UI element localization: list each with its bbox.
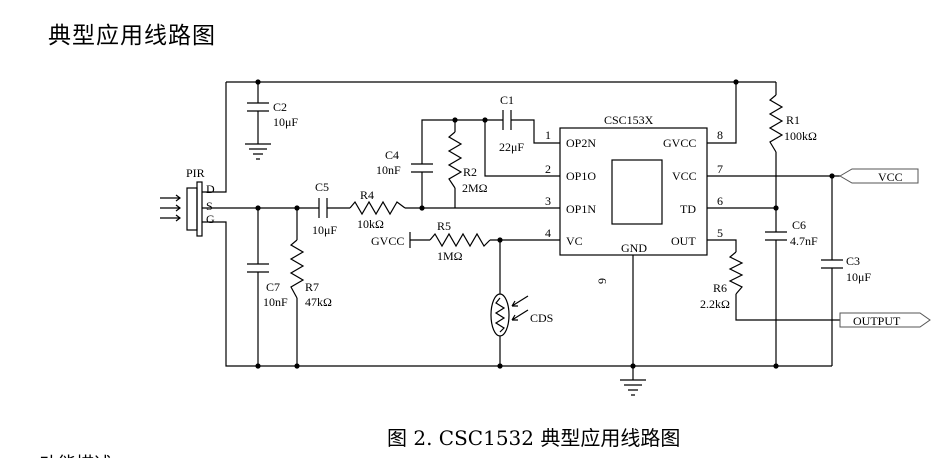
ic-pin-label-out: OUT xyxy=(671,234,696,248)
pir-label: PIR xyxy=(186,166,205,180)
ic-gnd-label: GND xyxy=(621,241,647,255)
ground-symbol-c2 xyxy=(245,143,271,160)
ic-pin-label-vc: VC xyxy=(566,234,583,248)
c5-ref: C5 xyxy=(315,180,329,194)
r2-value: 2MΩ xyxy=(462,181,488,195)
bottom-rail-wire xyxy=(211,221,832,367)
ic-pin-num-3: 3 xyxy=(545,194,551,208)
r4-ref: R4 xyxy=(360,188,374,202)
c5-capacitor xyxy=(318,198,328,218)
c5-value: 10μF xyxy=(312,223,337,237)
pin5-out-wire xyxy=(707,239,840,321)
c6-ref: C6 xyxy=(792,218,806,232)
ic-pin-num-8: 8 xyxy=(717,128,723,142)
ic-pin-num-6: 6 xyxy=(717,194,723,208)
r5-resistor xyxy=(429,232,491,248)
c2-value: 10μF xyxy=(273,115,298,129)
ic-pin-label-op2n: OP2N xyxy=(566,136,596,150)
ic-pin-num-7: 7 xyxy=(717,162,723,176)
c3-ref: C3 xyxy=(846,254,860,268)
r1-resistor xyxy=(768,94,784,153)
r5-ref: R5 xyxy=(437,219,451,233)
ground-symbol-main xyxy=(620,379,646,396)
c1-value: 22μF xyxy=(499,140,524,154)
ic-pin-label-op1n: OP1N xyxy=(566,202,596,216)
r2-resistor xyxy=(447,131,463,189)
output-flag-label: OUTPUT xyxy=(853,314,901,328)
pir-sensor xyxy=(160,181,211,237)
r6-resistor xyxy=(728,251,744,295)
ic-gnd-pin-num: 9 xyxy=(595,278,609,284)
cds-photoresistor xyxy=(490,293,529,337)
ic-inner-block xyxy=(611,159,663,225)
c2-capacitor xyxy=(247,102,269,112)
r6-value: 2.2kΩ xyxy=(700,297,730,311)
r1-value: 100kΩ xyxy=(784,129,817,143)
ic-pin-label-op1o: OP1O xyxy=(566,169,596,183)
c1-capacitor xyxy=(502,110,512,130)
c2-ref: C2 xyxy=(273,100,287,114)
pir-pin-g: G xyxy=(206,212,215,226)
c7-value: 10nF xyxy=(263,295,288,309)
gvcc-source-label: GVCC xyxy=(371,234,404,248)
r5-value: 1MΩ xyxy=(437,249,463,263)
c3-capacitor xyxy=(821,259,843,269)
r2-ref: R2 xyxy=(463,165,477,179)
junction-dots xyxy=(255,79,835,369)
next-section-heading: 功能描述 xyxy=(40,450,112,458)
c1-ref: C1 xyxy=(500,93,514,107)
page-heading: 典型应用线路图 xyxy=(48,23,216,49)
output-flag xyxy=(839,312,931,328)
c6-value: 4.7nF xyxy=(790,234,818,248)
pir-pin-s: S xyxy=(206,199,213,213)
pin2-wire xyxy=(484,120,560,177)
ic-body xyxy=(559,127,708,256)
ic-pin-num-5: 5 xyxy=(717,226,723,240)
c7-ref: C7 xyxy=(266,280,280,294)
ic-name: CSC153X xyxy=(604,113,654,127)
c3-value: 10μF xyxy=(846,270,871,284)
ic-pin-num-4: 4 xyxy=(545,226,551,240)
vcc-flag xyxy=(839,168,919,184)
cds-label: CDS xyxy=(530,311,553,325)
r7-value: 47kΩ xyxy=(305,295,332,309)
c4-value: 10nF xyxy=(376,163,401,177)
c6-capacitor xyxy=(765,231,787,241)
vcc-flag-label: VCC xyxy=(878,170,903,184)
ic-pin-num-1: 1 xyxy=(545,128,551,142)
c7-capacitor xyxy=(247,263,269,273)
left-top-wire xyxy=(211,82,227,193)
figure-caption: 图 2. CSC1532 典型应用线路图 xyxy=(387,426,681,450)
pin8-wire xyxy=(707,82,737,144)
r7-ref: R7 xyxy=(305,280,319,294)
ic-pin-label-vcc: VCC xyxy=(672,169,697,183)
c4-ref: C4 xyxy=(385,148,399,162)
r7-resistor xyxy=(289,239,305,299)
r4-resistor xyxy=(349,200,406,216)
r4-value: 10kΩ xyxy=(357,217,384,231)
c4-r2-loop-wire xyxy=(421,119,485,208)
r1-ref: R1 xyxy=(786,113,800,127)
pir-pin-d: D xyxy=(206,182,215,196)
ic-pin-label-td: TD xyxy=(680,202,696,216)
ic-pin-num-2: 2 xyxy=(545,162,551,176)
r6-ref: R6 xyxy=(713,281,727,295)
c1-wire xyxy=(485,119,560,144)
ic-pin-label-gvcc: GVCC xyxy=(663,136,696,150)
c4-capacitor xyxy=(411,163,433,173)
